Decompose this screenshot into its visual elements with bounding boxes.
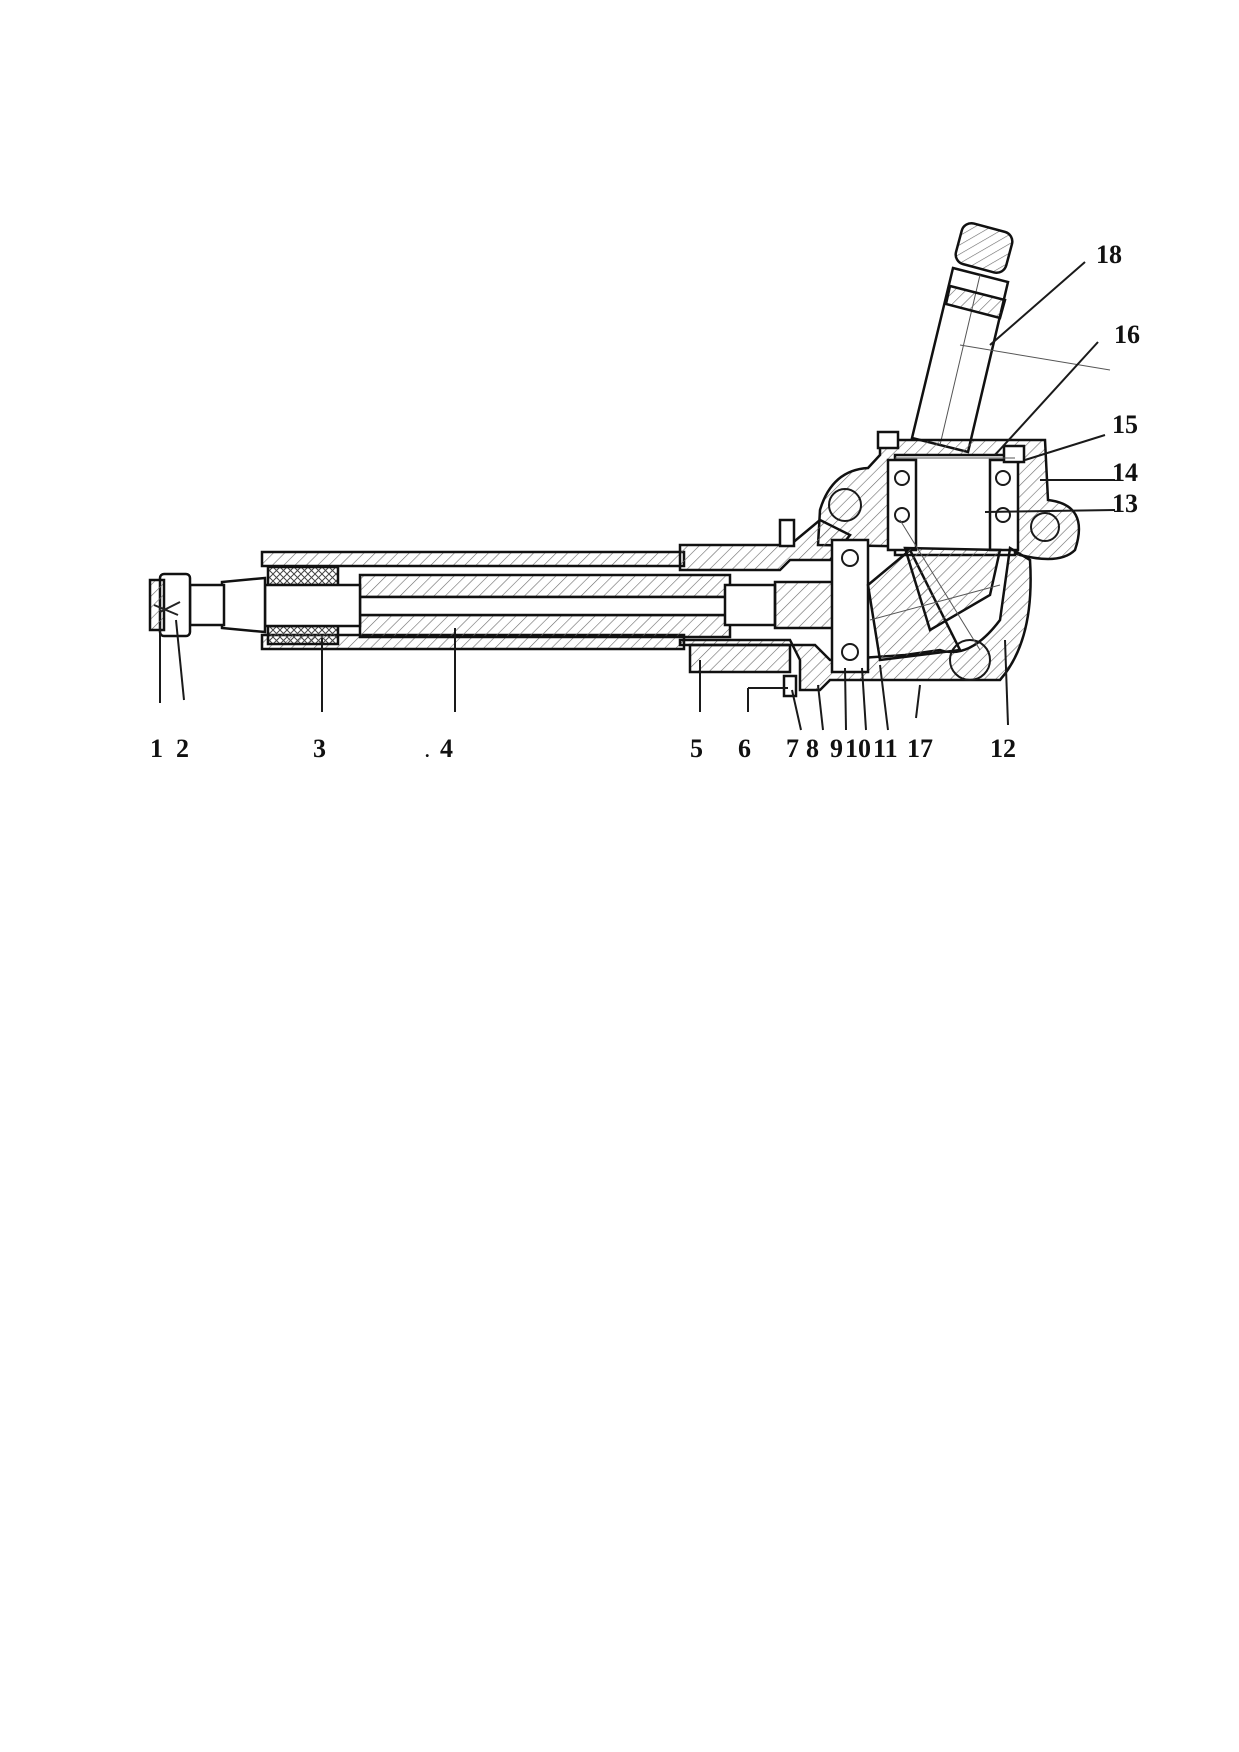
callout-18: 18	[1096, 240, 1122, 269]
callout-4: 4	[440, 734, 453, 763]
stray-dot: .	[425, 741, 430, 761]
callout-1: 1	[150, 734, 163, 763]
callout-labels: 1 2 3 . 4 5 6 7 8 9 10 11 17 12 13 14 15…	[150, 240, 1140, 763]
callout-13: 13	[1112, 489, 1138, 518]
shaft-end-nut	[148, 572, 267, 638]
callout-15: 15	[1112, 410, 1138, 439]
callout-8: 8	[806, 734, 819, 763]
bevel-gear-assembly	[830, 519, 1002, 674]
callout-9: 9	[830, 734, 843, 763]
callout-2: 2	[176, 734, 189, 763]
leader-lines	[159, 261, 1116, 731]
callout-10: 10	[845, 734, 871, 763]
bushing	[263, 565, 362, 646]
inner-shaft	[358, 573, 837, 639]
callout-5: 5	[690, 734, 703, 763]
callout-3: 3	[313, 734, 326, 763]
callout-16: 16	[1114, 320, 1140, 349]
callout-6: 6	[738, 734, 751, 763]
callout-12: 12	[990, 734, 1016, 763]
arm-housing	[260, 518, 1032, 692]
callout-17: 17	[907, 734, 933, 763]
upper-bearing-housing	[816, 430, 1081, 561]
callout-7: 7	[786, 734, 799, 763]
callout-14: 14	[1112, 458, 1138, 487]
bolt	[778, 518, 798, 698]
vertical-shaft	[910, 221, 1111, 454]
callout-11: 11	[873, 734, 898, 763]
